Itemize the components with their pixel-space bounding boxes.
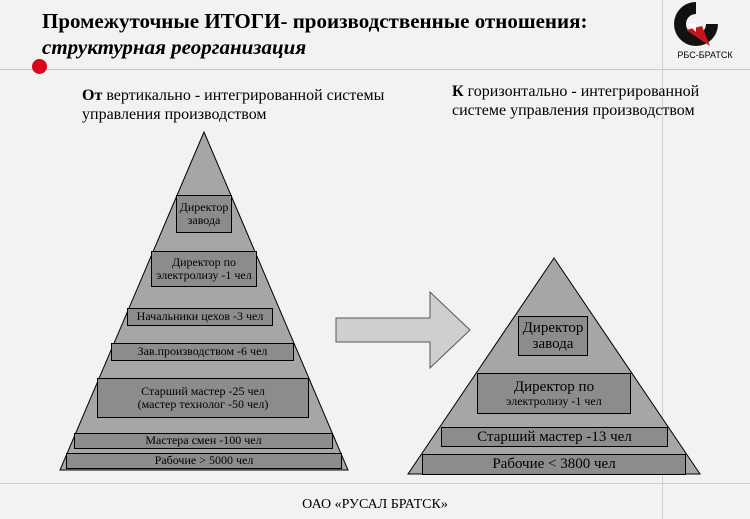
left-box-senior-master-line1: Старший мастер -25 чел [141,383,265,398]
title-line-1: Промежуточные ИТОГИ- производственные от… [42,9,588,33]
right-box-workers: Рабочие < 3800 чел [422,454,686,475]
footer-company: ОАО «РУСАЛ БРАТСК» [302,497,448,512]
right-box-electrolysis-director: Директор по электролизу -1 чел [477,373,631,414]
vertical-divider [662,0,663,519]
right-heading-text-2: системе управления производством [452,102,695,119]
rbs-logo-icon [674,2,718,46]
left-box-workers: Рабочие > 5000 чел [66,453,342,469]
logo-caption: РБС-БРАТСК [677,50,733,60]
arrow-right-icon [335,290,471,370]
left-box-electrolysis-director: Директор по электролизу -1 чел [151,251,257,287]
left-box-production-heads: Зав.производством -6 чел [111,343,294,361]
right-box-electrolysis-line1: Директор по [513,378,595,395]
left-heading-text-1: вертикально - интегрированной системы [102,87,385,104]
right-box-senior-master: Старший мастер -13 чел [441,427,668,447]
left-heading-text-2: управления производством [82,106,267,123]
left-box-senior-master-line2: (мастер технолог -50 чел) [137,397,269,411]
right-heading: К горизонтально - интегрированной систем… [452,82,699,120]
left-box-shift-masters: Мастера смен -100 чел [74,433,333,449]
right-box-electrolysis-line2: электролизу -1 чел [506,394,602,409]
red-dot-marker [32,59,47,74]
left-pyramid [59,130,349,471]
left-heading: От вертикально - интегрированной системы… [82,86,384,124]
page-title: Промежуточные ИТОГИ- производственные от… [42,8,652,60]
left-box-director: Директор завода [176,195,232,233]
right-heading-text-1: горизонтально - интегрированной [463,83,700,100]
left-box-shop-heads: Начальники цехов -3 чел [127,308,273,326]
left-box-senior-master: Старший мастер -25 чел (мастер технолог … [97,378,309,418]
footer-divider [0,483,750,484]
right-heading-bold: К [452,83,464,100]
right-box-director: Директор завода [518,316,588,356]
header-divider [0,69,750,70]
title-line-2: структурная реорганизация [42,35,307,59]
left-heading-bold: От [82,87,103,104]
